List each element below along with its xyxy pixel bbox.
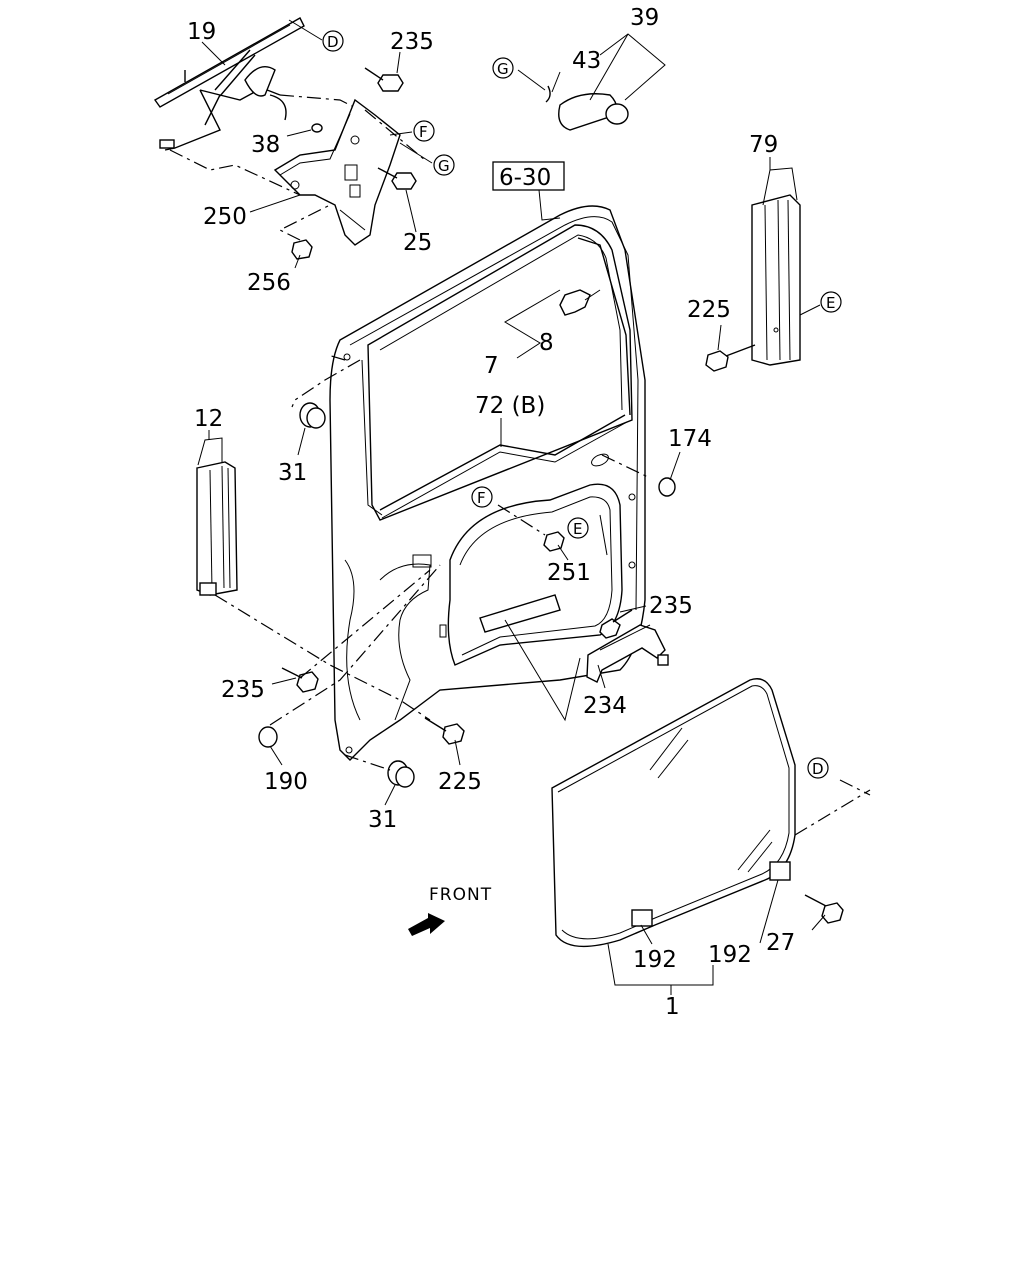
plug-174	[658, 477, 676, 497]
label-31-lower: 31	[368, 807, 397, 833]
ref-box-6-30	[492, 161, 565, 191]
bumper-31-lower	[387, 760, 415, 788]
bolt-25	[377, 167, 417, 190]
front-arrow-icon	[408, 913, 445, 936]
window-regulator	[153, 17, 305, 151]
washer-38	[311, 123, 323, 133]
label-8: 8	[539, 330, 554, 356]
label-235-left: 235	[221, 677, 265, 703]
callout-d-top: D	[322, 30, 344, 52]
svg-text:E: E	[826, 294, 835, 312]
label-43: 43	[572, 48, 601, 74]
glass-clip-192-left	[631, 909, 653, 927]
bolt-235-top	[364, 67, 404, 92]
label-12: 12	[194, 406, 223, 432]
svg-text:G: G	[438, 157, 450, 175]
label-251: 251	[547, 560, 591, 586]
label-31-upper: 31	[278, 460, 307, 486]
svg-text:D: D	[812, 760, 824, 778]
nut-256	[291, 239, 313, 260]
bolt-235-mid	[599, 609, 633, 639]
svg-text:D: D	[327, 33, 339, 51]
label-19: 19	[187, 19, 216, 45]
callout-g-top: G	[492, 57, 514, 79]
label-250: 250	[203, 204, 247, 230]
door-glass	[551, 678, 796, 948]
glass-clip-192-right	[769, 861, 791, 881]
bumper-39	[545, 85, 629, 131]
bolt-27	[804, 894, 844, 924]
door-panel	[329, 205, 646, 761]
svg-text:E: E	[573, 520, 582, 538]
label-190: 190	[264, 769, 308, 795]
nut-251	[543, 531, 565, 552]
label-1: 1	[665, 994, 680, 1020]
callout-e-right: E	[820, 291, 842, 313]
run-channel-79	[751, 194, 801, 366]
bumper-31-upper	[299, 402, 326, 429]
bracket-234	[586, 624, 669, 683]
label-192-left: 192	[633, 947, 677, 973]
label-235-mid: 235	[649, 593, 693, 619]
label-225-right: 225	[687, 297, 731, 323]
bolt-235-left	[281, 667, 319, 693]
bolt-225-right	[705, 344, 756, 372]
callout-e-mid: E	[567, 517, 589, 539]
label-234: 234	[583, 693, 627, 719]
label-39: 39	[630, 5, 659, 31]
svg-text:G: G	[497, 60, 509, 78]
label-256: 256	[247, 270, 291, 296]
callout-f-mid: F	[471, 486, 493, 508]
callout-d-bottom: D	[807, 757, 829, 779]
label-72b: 72 (B)	[475, 393, 545, 419]
label-7: 7	[484, 353, 499, 379]
label-38: 38	[251, 132, 280, 158]
callout-g-mid: G	[433, 154, 455, 176]
label-225-bottom: 225	[438, 769, 482, 795]
label-192-right: 192	[708, 942, 752, 968]
front-label: FRONT	[429, 885, 492, 905]
label-79: 79	[749, 132, 778, 158]
regulator-bracket	[273, 98, 401, 246]
label-235-top: 235	[390, 29, 434, 55]
svg-text:F: F	[477, 489, 486, 507]
label-25: 25	[403, 230, 432, 256]
run-channel-12	[196, 461, 238, 596]
label-174: 174	[668, 426, 712, 452]
plug-190	[258, 726, 278, 748]
label-6-30: 6-30	[499, 165, 551, 191]
corner-fitting-8	[559, 289, 601, 316]
svg-text:F: F	[419, 123, 428, 141]
callout-f-top: F	[413, 120, 435, 142]
bolt-225-bottom	[424, 717, 465, 745]
label-27: 27	[766, 930, 795, 956]
